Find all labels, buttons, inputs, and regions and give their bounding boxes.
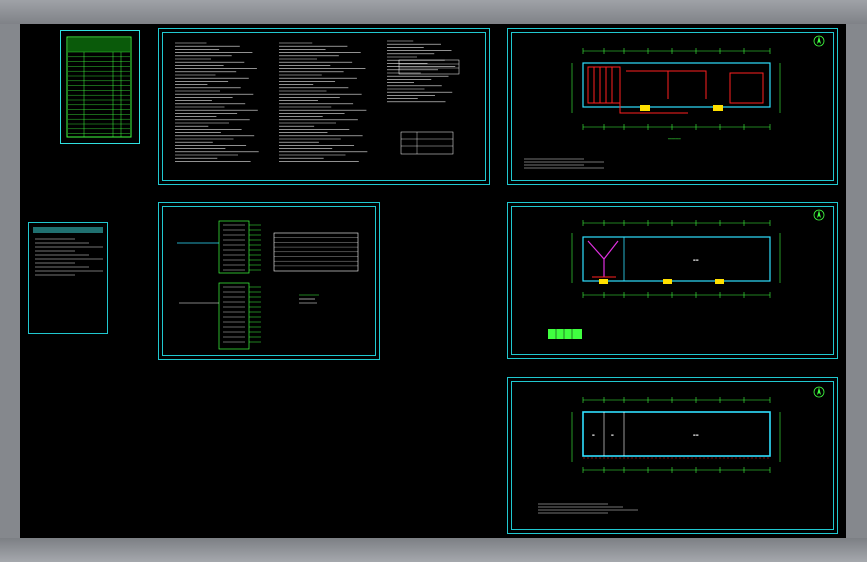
cad-drawing-canvas[interactable]: ━━━━━━━ (20, 24, 846, 538)
plan-1-drawing: ━━━━━━━ (524, 35, 825, 169)
load-schedule-table (273, 232, 359, 272)
viewer-top-frame (0, 0, 867, 24)
viewer-right-frame (846, 24, 867, 538)
drawing-index-table (66, 36, 132, 138)
north-arrow-icon (813, 209, 825, 221)
distribution-panel-upper (218, 220, 250, 274)
plan-1-red-wiring (587, 66, 764, 114)
system-diagram-drawing (177, 220, 359, 350)
electrical-plan-3-sheet[interactable]: ▬ ▬ ▬▬ (507, 377, 838, 534)
plan-2-magenta-wiring (587, 240, 619, 277)
viewer-left-frame (0, 24, 20, 538)
distribution-panel-lower (218, 282, 250, 350)
electrical-plan-2-sheet[interactable]: ▬▬ (507, 202, 838, 359)
design-notes-text-block (175, 40, 460, 162)
small-legend-block (299, 294, 319, 304)
plan-3-room-label-a: ▬ (592, 433, 595, 437)
plan-3-inner-border (511, 381, 834, 530)
viewer-bottom-frame (0, 538, 867, 562)
plan-1-caption: ━━━━━━━ (667, 137, 681, 141)
system-diagram-sheet[interactable] (158, 202, 380, 360)
north-arrow-icon (813, 35, 825, 47)
plan-2-drawing: ▬▬ (548, 209, 825, 339)
drawing-index-sheet[interactable] (60, 30, 140, 144)
plan-2-legend-chip (548, 329, 582, 339)
plan-3-room-label-b: ▬ (611, 433, 614, 437)
north-arrow-icon (813, 386, 825, 398)
plan-2-room-label: ▬▬ (693, 258, 699, 262)
design-notes-sheet[interactable] (158, 28, 490, 185)
plan-3-room-label-c: ▬▬ (693, 433, 699, 437)
system-diagram-inner-border (162, 206, 376, 356)
design-notes-inner-border (162, 32, 486, 181)
plan-1-inner-border (511, 32, 834, 181)
plan-1-dimension-lines (571, 50, 781, 128)
legend-panel-content (33, 227, 103, 276)
plan-3-drawing: ▬ ▬ ▬▬ (538, 386, 825, 514)
plan-2-inner-border (511, 206, 834, 355)
legend-panel-sheet[interactable] (28, 222, 108, 334)
electrical-plan-1-sheet[interactable]: ━━━━━━━ (507, 28, 838, 185)
